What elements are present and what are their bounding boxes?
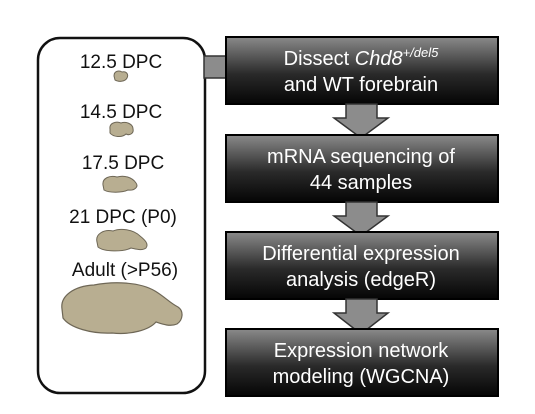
step-dissect-superscript: +/del5 (403, 45, 440, 60)
step-box-dissect: Dissect Chd8+/del5 and WT forebrain (225, 36, 499, 105)
stage-label-17-5-dpc: 17.5 DPC (82, 153, 164, 174)
step-dissect-prefix: Dissect (284, 48, 355, 70)
step-network-line-1: Expression network (274, 340, 450, 362)
stage-label-adult: Adult (>P56) (72, 260, 178, 281)
step-network-line-2: modeling (WGCNA) (273, 366, 450, 388)
brain-adult (61, 282, 183, 335)
step-box-sequencing: mRNA sequencing of 44 samples (225, 134, 499, 203)
step-dissect-gene: Chd8 (355, 48, 403, 70)
down-arrow-3 (331, 298, 391, 335)
step-box-differential: Differential expression analysis (edgeR) (225, 231, 499, 300)
stage-label-12-5-dpc: 12.5 DPC (80, 52, 162, 73)
step-sequencing-line-1: mRNA sequencing of (267, 146, 455, 168)
step-dissect-line-2: and WT forebrain (284, 74, 438, 96)
step-sequencing-line-2: 44 samples (310, 172, 412, 194)
brain-12-5-dpc (113, 70, 129, 82)
svg-text:Dissect Chd8+/del5: Dissect Chd8+/del5 (284, 45, 439, 70)
step-differential-line-1: Differential expression (262, 243, 460, 265)
brain-21-dpc-p0 (96, 228, 148, 252)
brain-17-5-dpc (102, 175, 138, 193)
brain-14-5-dpc (109, 121, 134, 137)
stage-label-21-dpc-p0: 21 DPC (P0) (69, 207, 177, 228)
step-box-network: Expression network modeling (WGCNA) (225, 328, 499, 397)
down-arrow-1 (331, 103, 391, 139)
stage-label-14-5-dpc: 14.5 DPC (80, 102, 162, 123)
down-arrow-2 (331, 201, 391, 237)
step-differential-line-2: analysis (edgeR) (286, 269, 436, 291)
